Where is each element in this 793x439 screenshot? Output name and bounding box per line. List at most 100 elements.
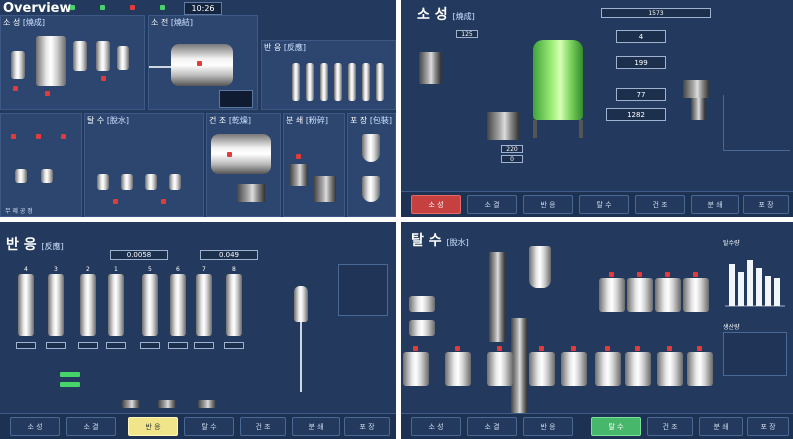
panel-gunjo[interactable]: 건 조 [乾燥]: [206, 113, 281, 217]
reactor-status: [168, 342, 188, 349]
readout-r5: 1282: [606, 108, 666, 121]
panel-pojang[interactable]: 포 장 [包裝]: [347, 113, 396, 217]
panel-sojun[interactable]: 소 전 [燒結]: [148, 15, 258, 110]
storage-hopper: [529, 246, 551, 288]
nav-sogyeol[interactable]: 소 결: [66, 417, 116, 436]
status-led: [70, 5, 75, 10]
valve-indicator: [571, 346, 576, 351]
nav-banung[interactable]: 반 응: [523, 195, 573, 214]
dewater-tank: [655, 278, 681, 312]
dewater-tank: [529, 352, 555, 386]
nav-banung[interactable]: 반 응: [523, 417, 573, 436]
nav-pojang[interactable]: 포 장: [344, 417, 390, 436]
reactor-column: [108, 274, 124, 336]
nav-bunswae[interactable]: 분 쇄: [292, 417, 340, 436]
nav-pojang[interactable]: 포 장: [747, 417, 789, 436]
chart-area: [723, 95, 790, 151]
panel-banung-title: 반 응: [264, 43, 282, 52]
panel-bunswae-title: 분 쇄: [286, 116, 304, 125]
screen-title: 탈 수: [411, 233, 442, 249]
valve-indicator: [296, 154, 301, 159]
nav-banung[interactable]: 반 응: [128, 417, 178, 436]
tank-leg: [533, 120, 537, 138]
panel-bunswae[interactable]: 분 쇄 [粉碎]: [283, 113, 345, 217]
readout-r4: 77: [616, 88, 666, 101]
footer-label: 무 제 공 정: [5, 208, 33, 215]
reactor-column: [80, 274, 96, 336]
reactor-column: [18, 274, 34, 336]
dewater-tank: [145, 174, 157, 190]
valve-indicator: [13, 86, 18, 91]
nav-sosung[interactable]: 소 성: [411, 195, 461, 214]
screen-subtitle: [反應]: [41, 242, 64, 251]
reactor-column: [196, 274, 212, 336]
hopper-tank: [73, 41, 87, 71]
nav-bunswae[interactable]: 분 쇄: [691, 195, 739, 214]
nav-pojang[interactable]: 포 장: [743, 195, 789, 214]
nav-sogyeol[interactable]: 소 결: [467, 195, 517, 214]
panel-talsu[interactable]: 탈 수 [脫水]: [84, 113, 204, 217]
valve-indicator: [45, 91, 50, 96]
readout-a: 0.0058: [110, 250, 168, 260]
nav-sosung[interactable]: 소 성: [411, 417, 461, 436]
chart-bar: [747, 260, 753, 306]
bucket-elevator: [489, 252, 505, 342]
readout-r3: 199: [616, 56, 666, 69]
status-led: [160, 5, 165, 10]
panel-banung[interactable]: 반 응 [反應]: [261, 40, 396, 110]
valve-indicator: [161, 199, 166, 204]
nav-talsu[interactable]: 탈 수: [591, 417, 641, 436]
bottom-nav: 소 성 소 결 반 응 탈 수 건 조 분 쇄 포 장: [0, 413, 396, 439]
nav-gunjo[interactable]: 건 조: [647, 417, 693, 436]
panel-sosung-title: 소 성: [3, 18, 21, 27]
reactor-column: [226, 274, 242, 336]
reactor-column: [142, 274, 158, 336]
pump-indicator: [60, 372, 80, 377]
reactor-status: [194, 342, 214, 349]
nav-gunjo[interactable]: 건 조: [240, 417, 286, 436]
kiln-drum: [171, 44, 233, 86]
nav-gunjo[interactable]: 건 조: [635, 195, 685, 214]
reactor-status: [106, 342, 126, 349]
valve-indicator: [635, 346, 640, 351]
panel-gunjo-subtitle: [乾燥]: [228, 116, 252, 125]
pump-indicator: [60, 382, 80, 387]
readout-small: 125: [456, 30, 478, 38]
chart-bar: [774, 278, 780, 306]
panel-talsu-left[interactable]: 무 제 공 정: [0, 113, 82, 217]
reactor-number: 8: [232, 266, 236, 273]
bottom-nav: 소 성 소 결 반 응 탈 수 건 조 분 쇄 포 장: [401, 191, 793, 217]
dewater-tank: [445, 352, 471, 386]
pipe: [149, 66, 171, 68]
panel-sosung[interactable]: 소 성 [燒成]: [0, 15, 145, 110]
valve-indicator: [101, 76, 106, 81]
dewater-tank: [403, 352, 429, 386]
screen-subtitle: [脫水]: [446, 238, 469, 247]
crusher-unit: [290, 164, 308, 186]
overview-title: Overview: [3, 1, 72, 16]
nav-sogyeol[interactable]: 소 결: [467, 417, 517, 436]
conveyor-unit: [237, 184, 265, 202]
feeder-hopper: [419, 52, 441, 84]
dewater-tank: [169, 174, 181, 190]
chart-box: [338, 264, 388, 316]
readout-value: 1573: [648, 10, 664, 17]
mixer-bin: [487, 112, 519, 140]
panel-sojun-title: 소 전: [151, 18, 169, 27]
reactor-column: [170, 274, 186, 336]
dewater-tank: [15, 169, 27, 183]
reactor-status: [224, 342, 244, 349]
talsu-bar-chart: [725, 260, 785, 307]
nav-sosung[interactable]: 소 성: [10, 417, 60, 436]
nav-talsu[interactable]: 탈 수: [579, 195, 629, 214]
dewater-tank: [121, 174, 133, 190]
readout-r2: 4: [616, 30, 666, 43]
solar-panel-display: [219, 90, 253, 108]
nav-talsu[interactable]: 탈 수: [184, 417, 234, 436]
nav-bunswae[interactable]: 분 쇄: [699, 417, 743, 436]
panel-sosung-subtitle: [燒成]: [22, 18, 46, 27]
valve-indicator: [497, 346, 502, 351]
reactor-column: [348, 63, 356, 101]
panel-pojang-title: 포 장: [350, 116, 368, 125]
